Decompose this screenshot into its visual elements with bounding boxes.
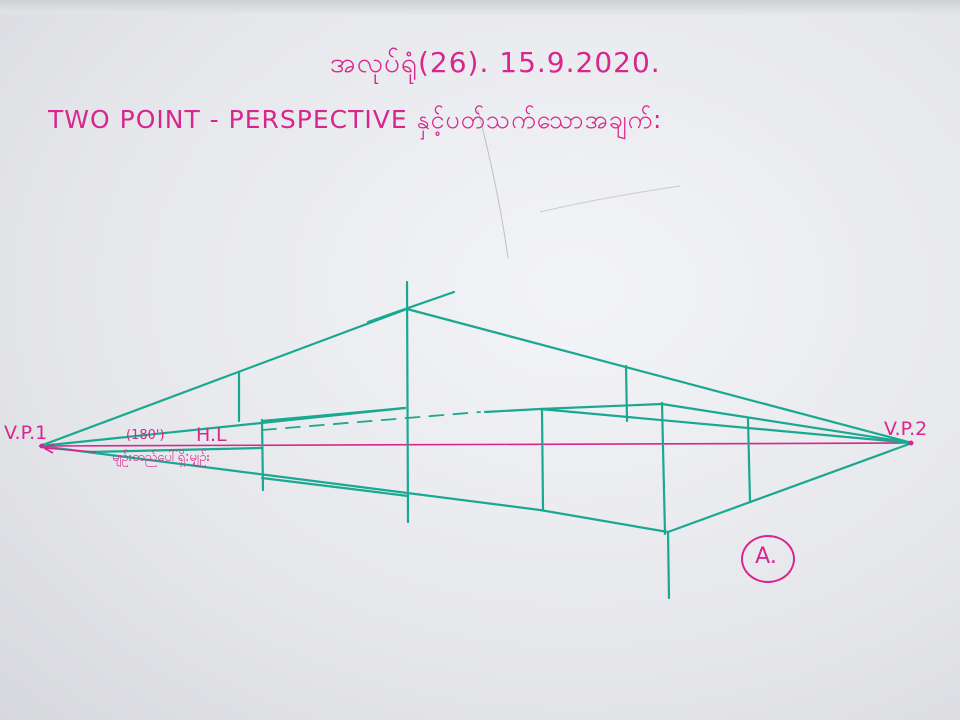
roof-to-vp2 <box>660 402 914 445</box>
base-to-vp2 <box>666 441 914 534</box>
vertical-5 <box>660 401 667 536</box>
vertical-7 <box>746 417 752 504</box>
horizon-line <box>39 442 913 447</box>
arrow-head-b <box>43 447 54 454</box>
horizon-label: H.L <box>196 424 227 446</box>
upper-to-vp2 <box>538 407 914 445</box>
vp2-point <box>908 440 914 446</box>
vertical-2 <box>260 418 265 492</box>
vertical-3 <box>540 408 545 511</box>
vertical-4 <box>624 364 629 423</box>
horizon-note: မျဉ်းတည်ပေါ်ရှိ:မျှဉ်း <box>112 450 210 465</box>
ground-right <box>538 508 670 534</box>
topic-title: TWO POINT - PERSPECTIVE နှင့်ပတ်သက်သောအခ… <box>48 105 663 134</box>
distance-label: (180') <box>126 428 165 443</box>
vanishing-point-2-label: V.P.2 <box>884 418 928 440</box>
vp1-to-apex <box>38 307 409 448</box>
vertical-6 <box>666 530 671 600</box>
vp1-ground-line <box>38 444 542 512</box>
roof-left <box>538 402 664 411</box>
date-heading: အလုပ်ရုံ(26). 15.9.2020. <box>330 46 661 79</box>
vp1-low-line <box>88 446 264 454</box>
box-bottom-left <box>260 476 410 498</box>
arrow-head-a <box>43 443 55 449</box>
figure-marker-label: A. <box>755 544 777 569</box>
hidden-edge <box>261 411 481 431</box>
box-top-left <box>260 406 407 423</box>
arrow-shaft <box>43 447 97 453</box>
apex-cross-line <box>366 290 456 324</box>
board-frame <box>0 0 960 14</box>
mid-to-vp2 <box>483 407 542 414</box>
vp1-point <box>39 443 45 449</box>
vanishing-point-1-label: V.P.1 <box>4 422 48 444</box>
center-vertical <box>405 280 410 524</box>
figure-marker-circle <box>741 535 795 583</box>
apex-to-vp2 <box>405 307 914 445</box>
